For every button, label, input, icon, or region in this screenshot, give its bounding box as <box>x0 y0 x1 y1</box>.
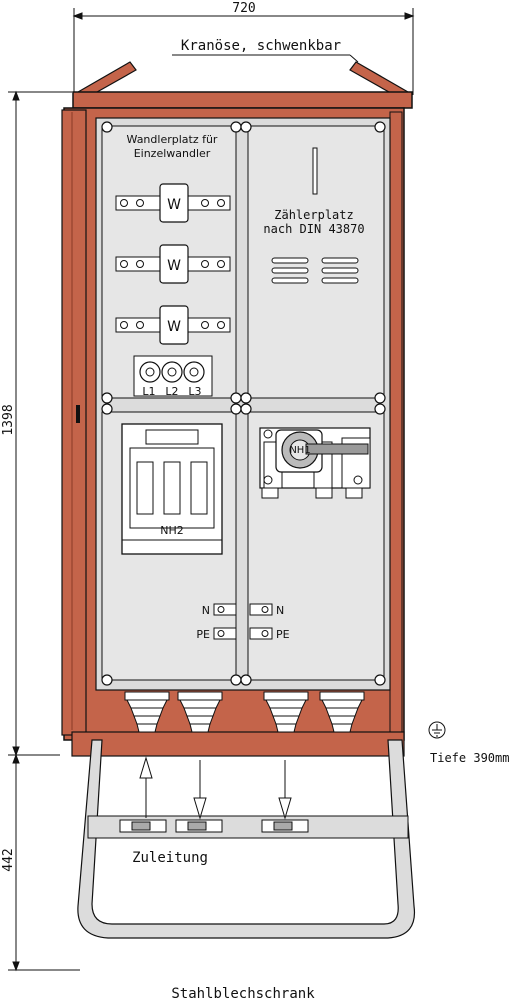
nh2-label: NH2 <box>160 524 184 537</box>
height-dimension-lower <box>8 753 80 972</box>
transformer-2-mark: W <box>167 258 181 274</box>
crane-eyelet-right <box>349 61 410 97</box>
base-plinth <box>71 731 405 757</box>
fuse-l3-label: L3 <box>188 385 201 398</box>
panel-screws <box>101 121 386 686</box>
depth-label: Tiefe 390mm <box>430 751 509 765</box>
transformer-1-mark: W <box>167 197 181 213</box>
meter-area-label-1: Zählerplatz <box>274 208 353 222</box>
ground-icon <box>428 721 446 739</box>
fuse-l1-label: L1 <box>142 385 155 398</box>
crane-eyelet-left <box>76 61 137 97</box>
fuse-block <box>133 355 213 397</box>
transformer-1: W <box>115 183 231 223</box>
eyelet-label: Kranöse, schwenkbar <box>181 38 341 54</box>
roof <box>72 91 413 109</box>
terminal-strips <box>213 603 273 640</box>
transformer-area-label-2: Einzelwandler <box>134 147 211 160</box>
terminal-pe-left: PE <box>196 628 210 641</box>
transformer-2: W <box>115 244 231 284</box>
meter-hook <box>312 147 318 195</box>
transformer-3: W <box>115 305 231 345</box>
nh1-label: NH1 <box>289 445 310 456</box>
feed-label: Zuleitung <box>132 850 208 866</box>
stand-frame <box>77 739 416 939</box>
terminal-n-left: N <box>202 604 210 617</box>
caption: Stahlblechschrank <box>171 986 315 1000</box>
fuse-l2-label: L2 <box>165 385 178 398</box>
cable-arrows <box>139 756 292 820</box>
transformer-3-mark: W <box>167 319 181 335</box>
door-hinge <box>76 405 80 423</box>
meter-area-label-2: nach DIN 43870 <box>263 222 364 236</box>
height-dimension-upper <box>8 90 72 757</box>
height-upper-label: 1398 <box>1 404 16 435</box>
transformer-area-label-1: Wandlerplatz für <box>127 133 218 146</box>
door-left-edge <box>61 109 87 736</box>
eyelet-leader <box>349 54 359 63</box>
mounting-rail <box>87 815 409 839</box>
terminal-n-right: N <box>276 604 284 617</box>
nh1-switch <box>259 427 371 499</box>
housing-right-frame <box>389 111 403 733</box>
cable-glands <box>124 691 365 733</box>
width-dimension <box>72 8 415 95</box>
rail-clamps <box>119 819 309 833</box>
terminal-pe-right: PE <box>276 628 290 641</box>
nh2-switch <box>121 423 223 555</box>
width-dimension-label: 720 <box>232 1 255 16</box>
height-lower-label: 442 <box>1 848 16 871</box>
nh1-handle <box>305 443 369 455</box>
meter-vent-slots <box>271 257 359 284</box>
